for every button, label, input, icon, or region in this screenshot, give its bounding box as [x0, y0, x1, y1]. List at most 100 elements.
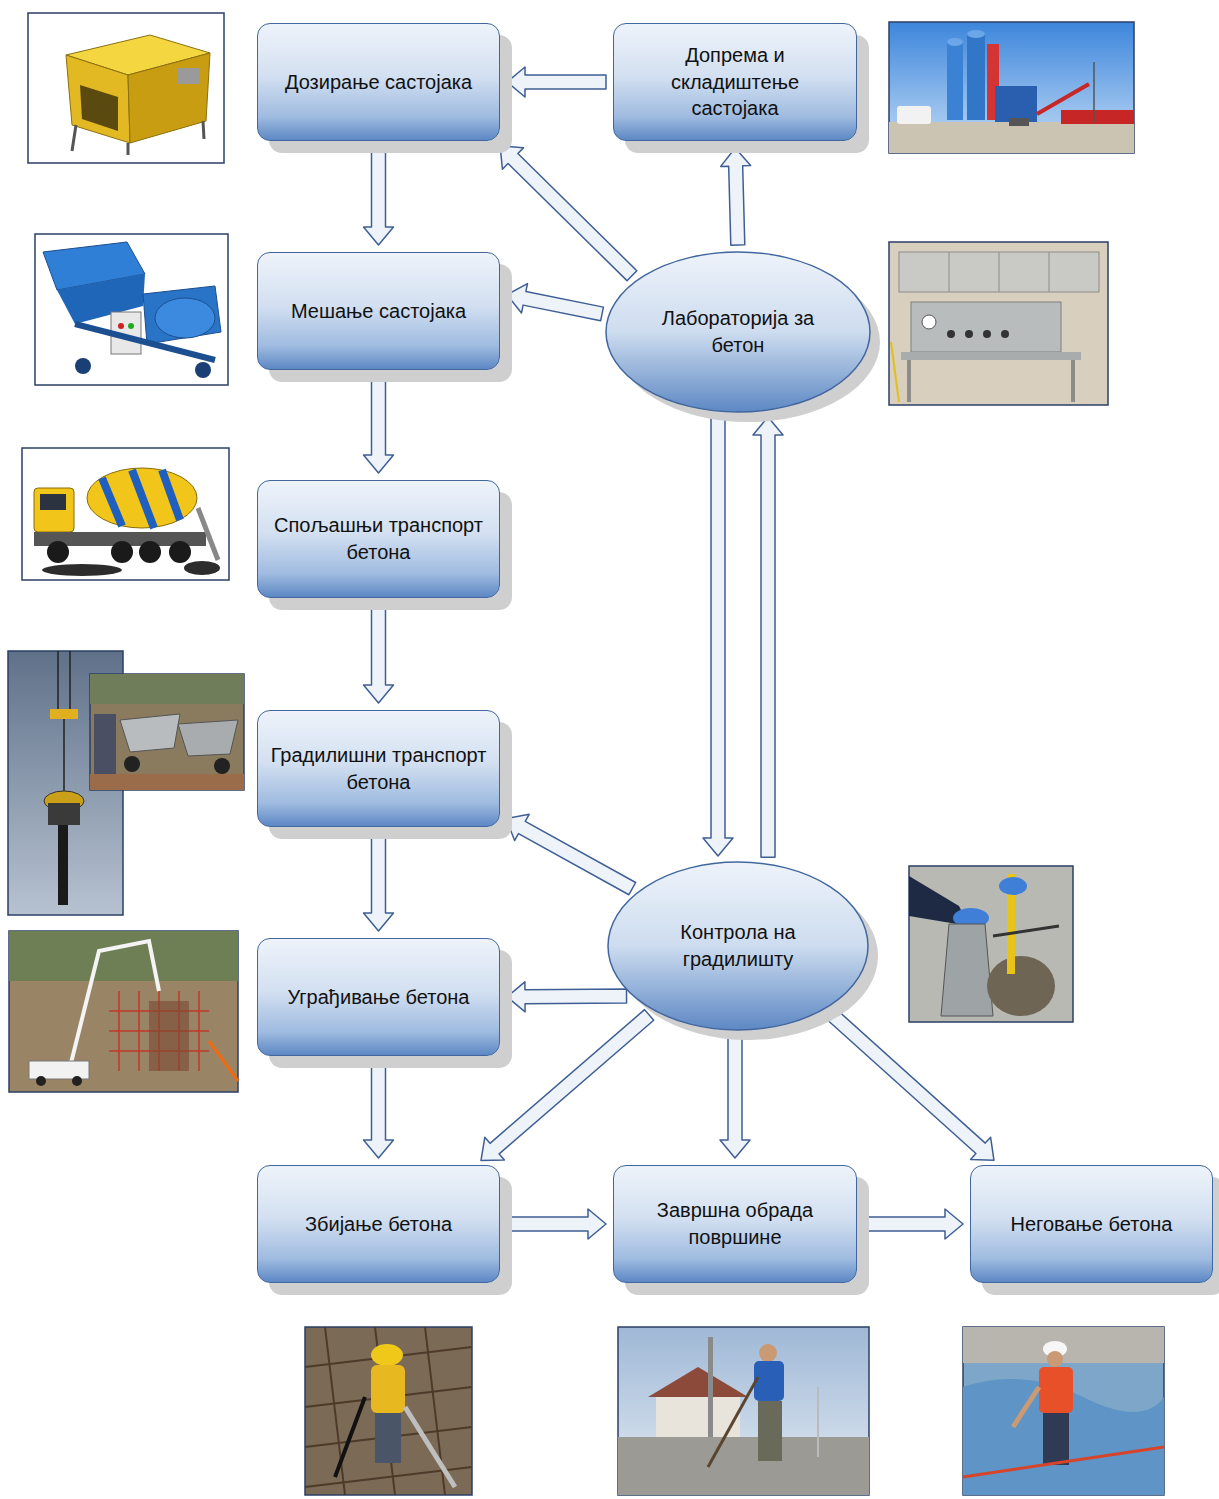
node-label: Лабораторија за бетон	[646, 305, 830, 358]
compaction-photo	[335, 1397, 365, 1477]
lab-photo	[891, 342, 899, 402]
block-arrow	[507, 67, 606, 97]
slump-test-photo	[993, 926, 1059, 936]
slump-test-photo	[909, 866, 1073, 1022]
block-arrow	[364, 834, 394, 931]
lab-photo	[1049, 252, 1050, 292]
feeder-photo	[72, 125, 76, 151]
lab-photo	[1001, 330, 1009, 338]
curing-photo	[1047, 1351, 1063, 1367]
ellipse-shape	[608, 862, 868, 1030]
process-box: Дозирање састојака	[257, 23, 500, 141]
process-box: Уграђивање бетона	[257, 938, 500, 1056]
truck-photo	[198, 508, 218, 560]
feeder-photo	[178, 68, 200, 84]
truck-photo	[22, 448, 229, 580]
wheelbarrow-photo	[120, 714, 180, 752]
finishing-photo	[758, 1401, 782, 1461]
plant-photo	[947, 42, 963, 120]
ellipse-node: Контрола на градилишту	[608, 862, 868, 1030]
crane-bucket-photo	[58, 825, 68, 905]
curing-photo	[1039, 1367, 1073, 1413]
plant-photo	[1093, 62, 1095, 122]
ellipse-node: Лабораторија за бетон	[606, 252, 870, 412]
process-box: Градилишни транспорт бетона	[257, 710, 500, 827]
truck-photo	[139, 541, 161, 563]
feeder-photo	[127, 143, 130, 155]
crane-bucket-photo	[69, 651, 71, 711]
truck-photo	[47, 541, 69, 563]
process-box: Збијање бетона	[257, 1165, 500, 1283]
truck-photo	[42, 564, 122, 576]
pump-photo	[209, 1041, 238, 1081]
finishing-photo	[618, 1327, 869, 1495]
block-arrow	[507, 284, 604, 321]
wheelbarrow-photo	[178, 720, 238, 756]
wheelbarrow-photo	[90, 674, 244, 790]
plant-photo	[889, 22, 1134, 153]
process-box: Мешање састојака	[257, 252, 500, 370]
lab-photo	[922, 315, 936, 329]
block-arrow	[721, 148, 751, 245]
pump-photo	[9, 931, 238, 981]
plant-photo	[995, 86, 1037, 122]
block-arrow	[506, 814, 636, 894]
compaction-photo	[405, 1407, 455, 1487]
curing-photo	[1013, 1387, 1039, 1427]
lab-photo	[949, 252, 950, 292]
lab-photo	[1071, 360, 1075, 402]
lab-photo	[965, 330, 973, 338]
mixer-photo	[155, 298, 215, 338]
lab-photo	[889, 242, 1108, 405]
block-arrow	[864, 1209, 963, 1239]
compaction-photo	[375, 1413, 401, 1463]
compaction-photo	[371, 1344, 403, 1366]
finishing-photo	[754, 1361, 784, 1401]
block-arrow	[507, 982, 627, 1012]
feeder-photo	[80, 85, 118, 131]
truck-photo	[184, 561, 220, 575]
mixer-photo	[35, 234, 228, 385]
truck-photo	[111, 541, 133, 563]
feeder-photo	[128, 53, 210, 143]
truck-photo	[40, 494, 66, 510]
block-arrow	[507, 1209, 606, 1239]
lab-photo	[911, 302, 1061, 352]
crane-bucket-photo	[63, 719, 65, 791]
pump-photo	[69, 941, 159, 1071]
finishing-photo	[618, 1327, 869, 1495]
curing-photo	[1043, 1413, 1069, 1465]
plant-photo	[1037, 84, 1089, 114]
block-arrow	[364, 1063, 394, 1158]
pump-photo	[149, 1001, 189, 1071]
lab-photo	[999, 252, 1000, 292]
slump-test-photo	[909, 866, 1073, 1022]
curing-photo	[963, 1447, 1164, 1477]
wheelbarrow-photo	[90, 774, 244, 790]
wheelbarrow-photo	[124, 756, 140, 772]
slump-test-photo	[941, 924, 993, 1016]
plant-photo	[1009, 118, 1029, 126]
ellipse-outline	[606, 252, 870, 412]
block-arrow	[753, 417, 783, 857]
compaction-photo	[305, 1327, 472, 1495]
curing-photo	[963, 1327, 1164, 1495]
feeder-photo	[28, 13, 224, 163]
mixer-photo	[118, 323, 124, 329]
block-arrow	[720, 1037, 750, 1158]
plant-photo	[1061, 110, 1134, 124]
wheelbarrow-photo	[94, 714, 116, 780]
feeder-photo	[203, 121, 204, 139]
plant-photo	[889, 22, 1134, 153]
slump-test-photo	[999, 877, 1027, 895]
lab-photo	[983, 330, 991, 338]
node-label: Неговање бетона	[1011, 1211, 1173, 1238]
ellipse-outline	[608, 862, 868, 1030]
finishing-photo	[648, 1367, 748, 1397]
slump-test-photo	[987, 956, 1055, 1016]
pump-photo	[9, 931, 238, 1092]
truck-photo	[169, 541, 191, 563]
compaction-photo	[305, 1327, 472, 1495]
compaction-photo	[325, 1327, 345, 1495]
node-label: Допрема и складиштење састојака	[626, 42, 844, 122]
